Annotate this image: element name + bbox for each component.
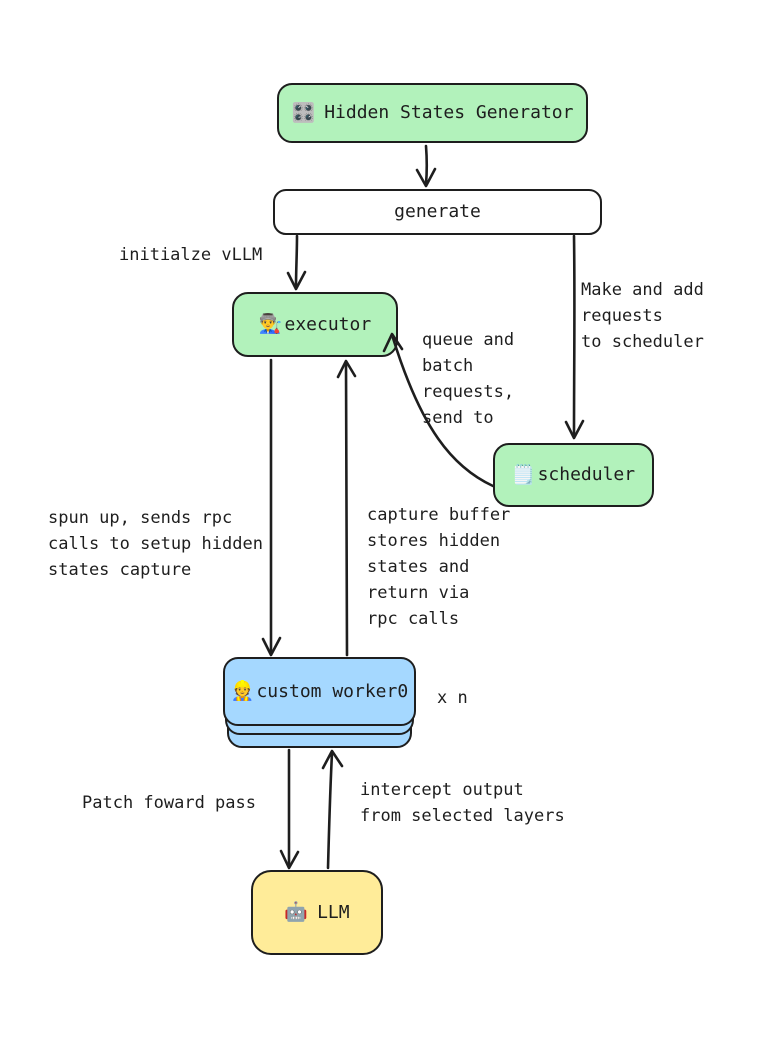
node-executor: 👨‍🏭 executor (232, 292, 398, 357)
node-label: generate (394, 201, 481, 223)
annotation-intercept-output: intercept output from selected layers (360, 780, 565, 826)
node-label: Hidden States Generator (324, 102, 574, 124)
arrow-executor-to-worker (261, 358, 282, 657)
node-llm: 🤖 LLM (251, 870, 383, 955)
control-knobs-icon: 🎛️ (291, 101, 316, 124)
annotation-spun-up-rpc: spun up, sends rpc calls to setup hidden… (48, 508, 263, 580)
annotation-initialize-vllm: initialze vLLM (119, 245, 263, 265)
notepad-icon: 🗒️ (511, 463, 536, 486)
arrow-worker-to-executor (336, 359, 357, 657)
arrow-generator-to-generate (415, 144, 437, 188)
annotation-make-add-requests: Make and add requests to scheduler (581, 280, 704, 352)
node-scheduler: 🗒️ scheduler (493, 443, 654, 507)
annotation-queue-batch-requests: queue and batch requests, send to (422, 330, 515, 428)
node-label: executor (284, 313, 372, 335)
node-hidden-states-generator: 🎛️ Hidden States Generator (277, 83, 588, 143)
node-label: scheduler (537, 464, 636, 486)
arrow-generate-to-executor (286, 234, 307, 291)
annotation-patch-forward-pass: Patch foward pass (82, 793, 256, 813)
worker-multiplier-label: x n (437, 688, 468, 708)
arrow-llm-to-worker (321, 749, 344, 870)
annotation-capture-buffer: capture buffer stores hidden states and … (367, 505, 511, 629)
construction-worker-icon: 👷 (230, 680, 255, 702)
factory-worker-icon: 👨‍🏭 (258, 313, 283, 335)
node-label: custom worker0 (256, 680, 409, 702)
node-generate: generate (273, 189, 602, 235)
node-label: LLM (317, 901, 350, 923)
arrow-worker-to-llm (279, 748, 300, 870)
robot-icon: 🤖 (284, 901, 309, 923)
node-custom-worker: 👷 custom worker0 (223, 657, 416, 726)
